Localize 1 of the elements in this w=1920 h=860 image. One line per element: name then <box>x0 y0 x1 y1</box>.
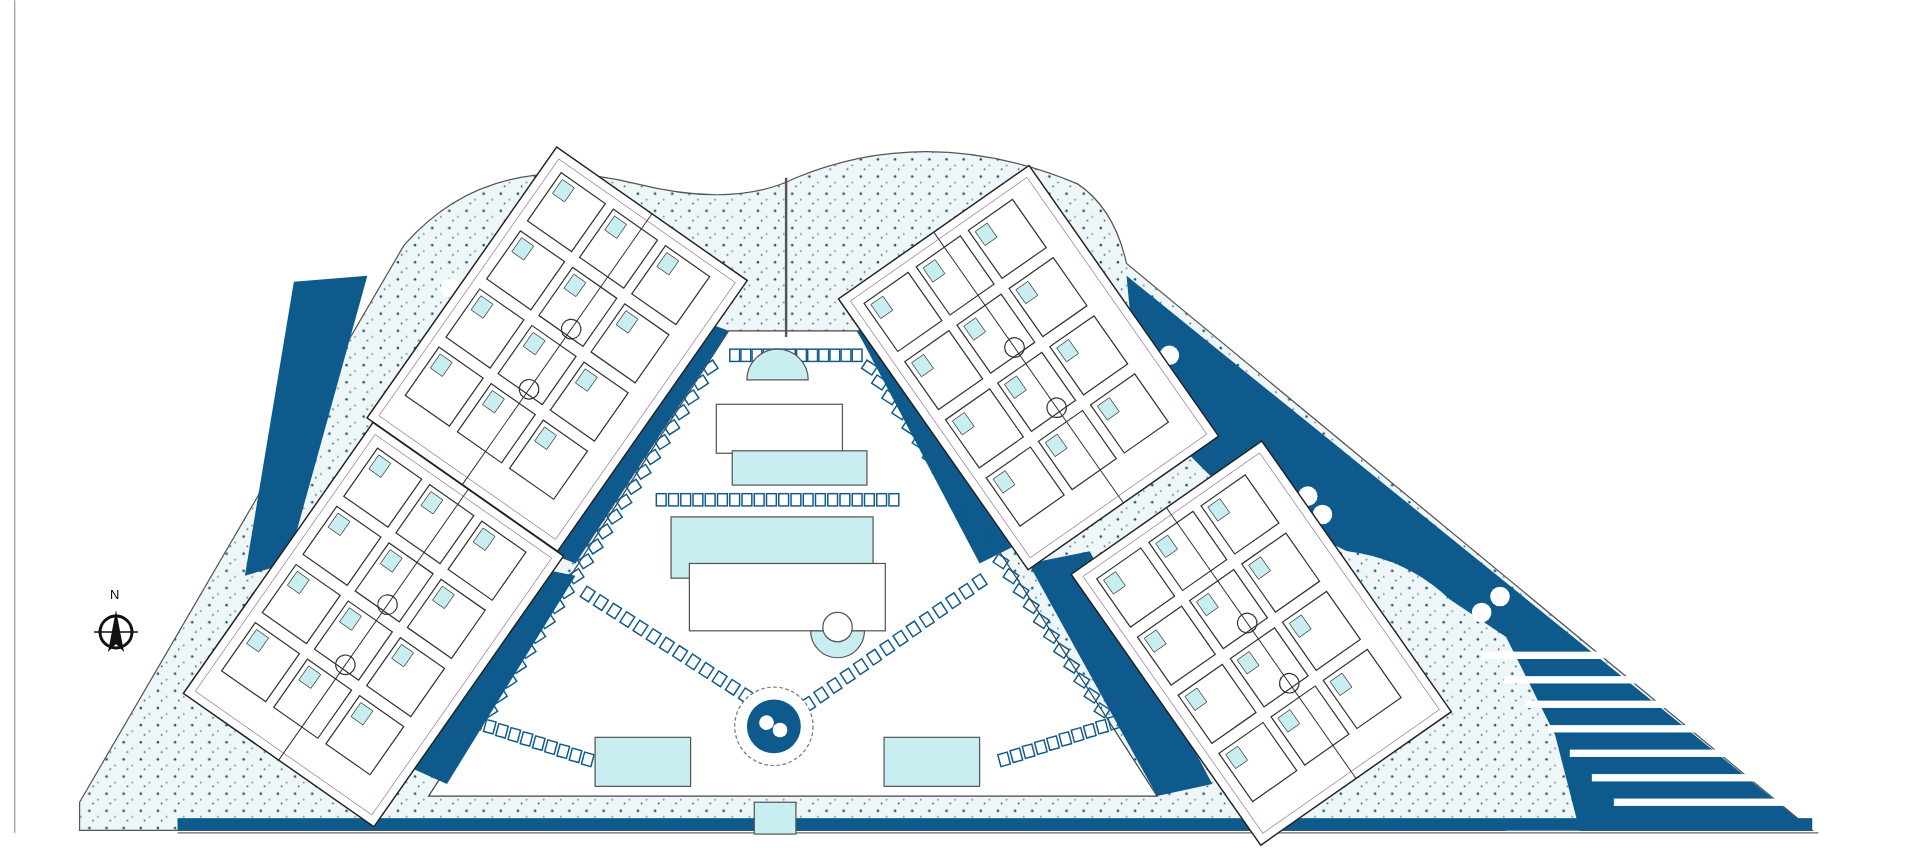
north-label: N <box>110 588 120 601</box>
